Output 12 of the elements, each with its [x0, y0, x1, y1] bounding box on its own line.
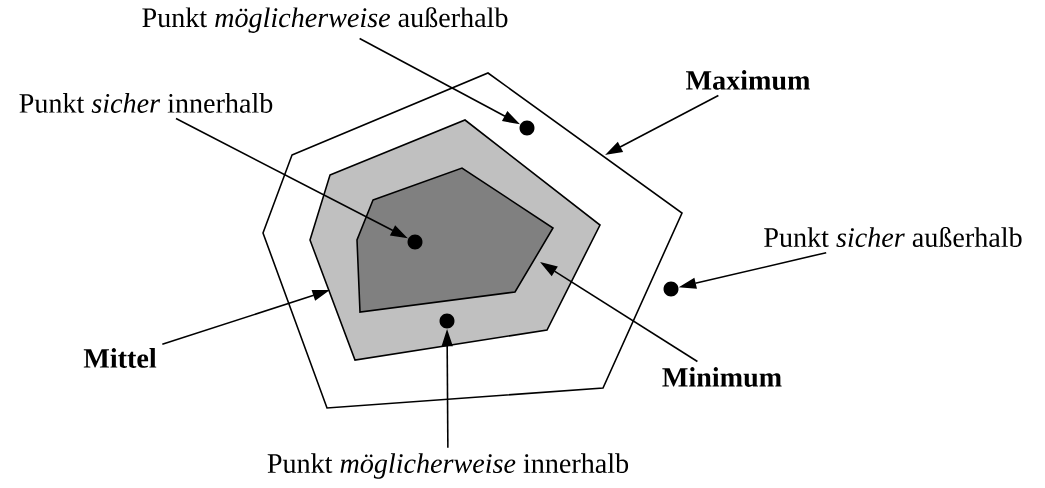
annotation-label: Mittel [83, 348, 157, 368]
annotation-label: Minimum [662, 367, 782, 387]
point-dot [439, 313, 455, 329]
annotation-label: Punkt sicher innerhalb [19, 93, 273, 113]
polygon-region [356, 167, 555, 313]
annotation-label: Maximum [686, 70, 810, 90]
point-dot [663, 281, 679, 297]
annotation-label: Punkt sicher außerhalb [764, 227, 1022, 248]
point-dot [519, 120, 535, 136]
annotation-label: Punkt möglicherweise innerhalb [267, 453, 629, 479]
annotation-label: Punkt möglicherweise außerhalb [142, 7, 508, 33]
point-dot [407, 234, 423, 250]
